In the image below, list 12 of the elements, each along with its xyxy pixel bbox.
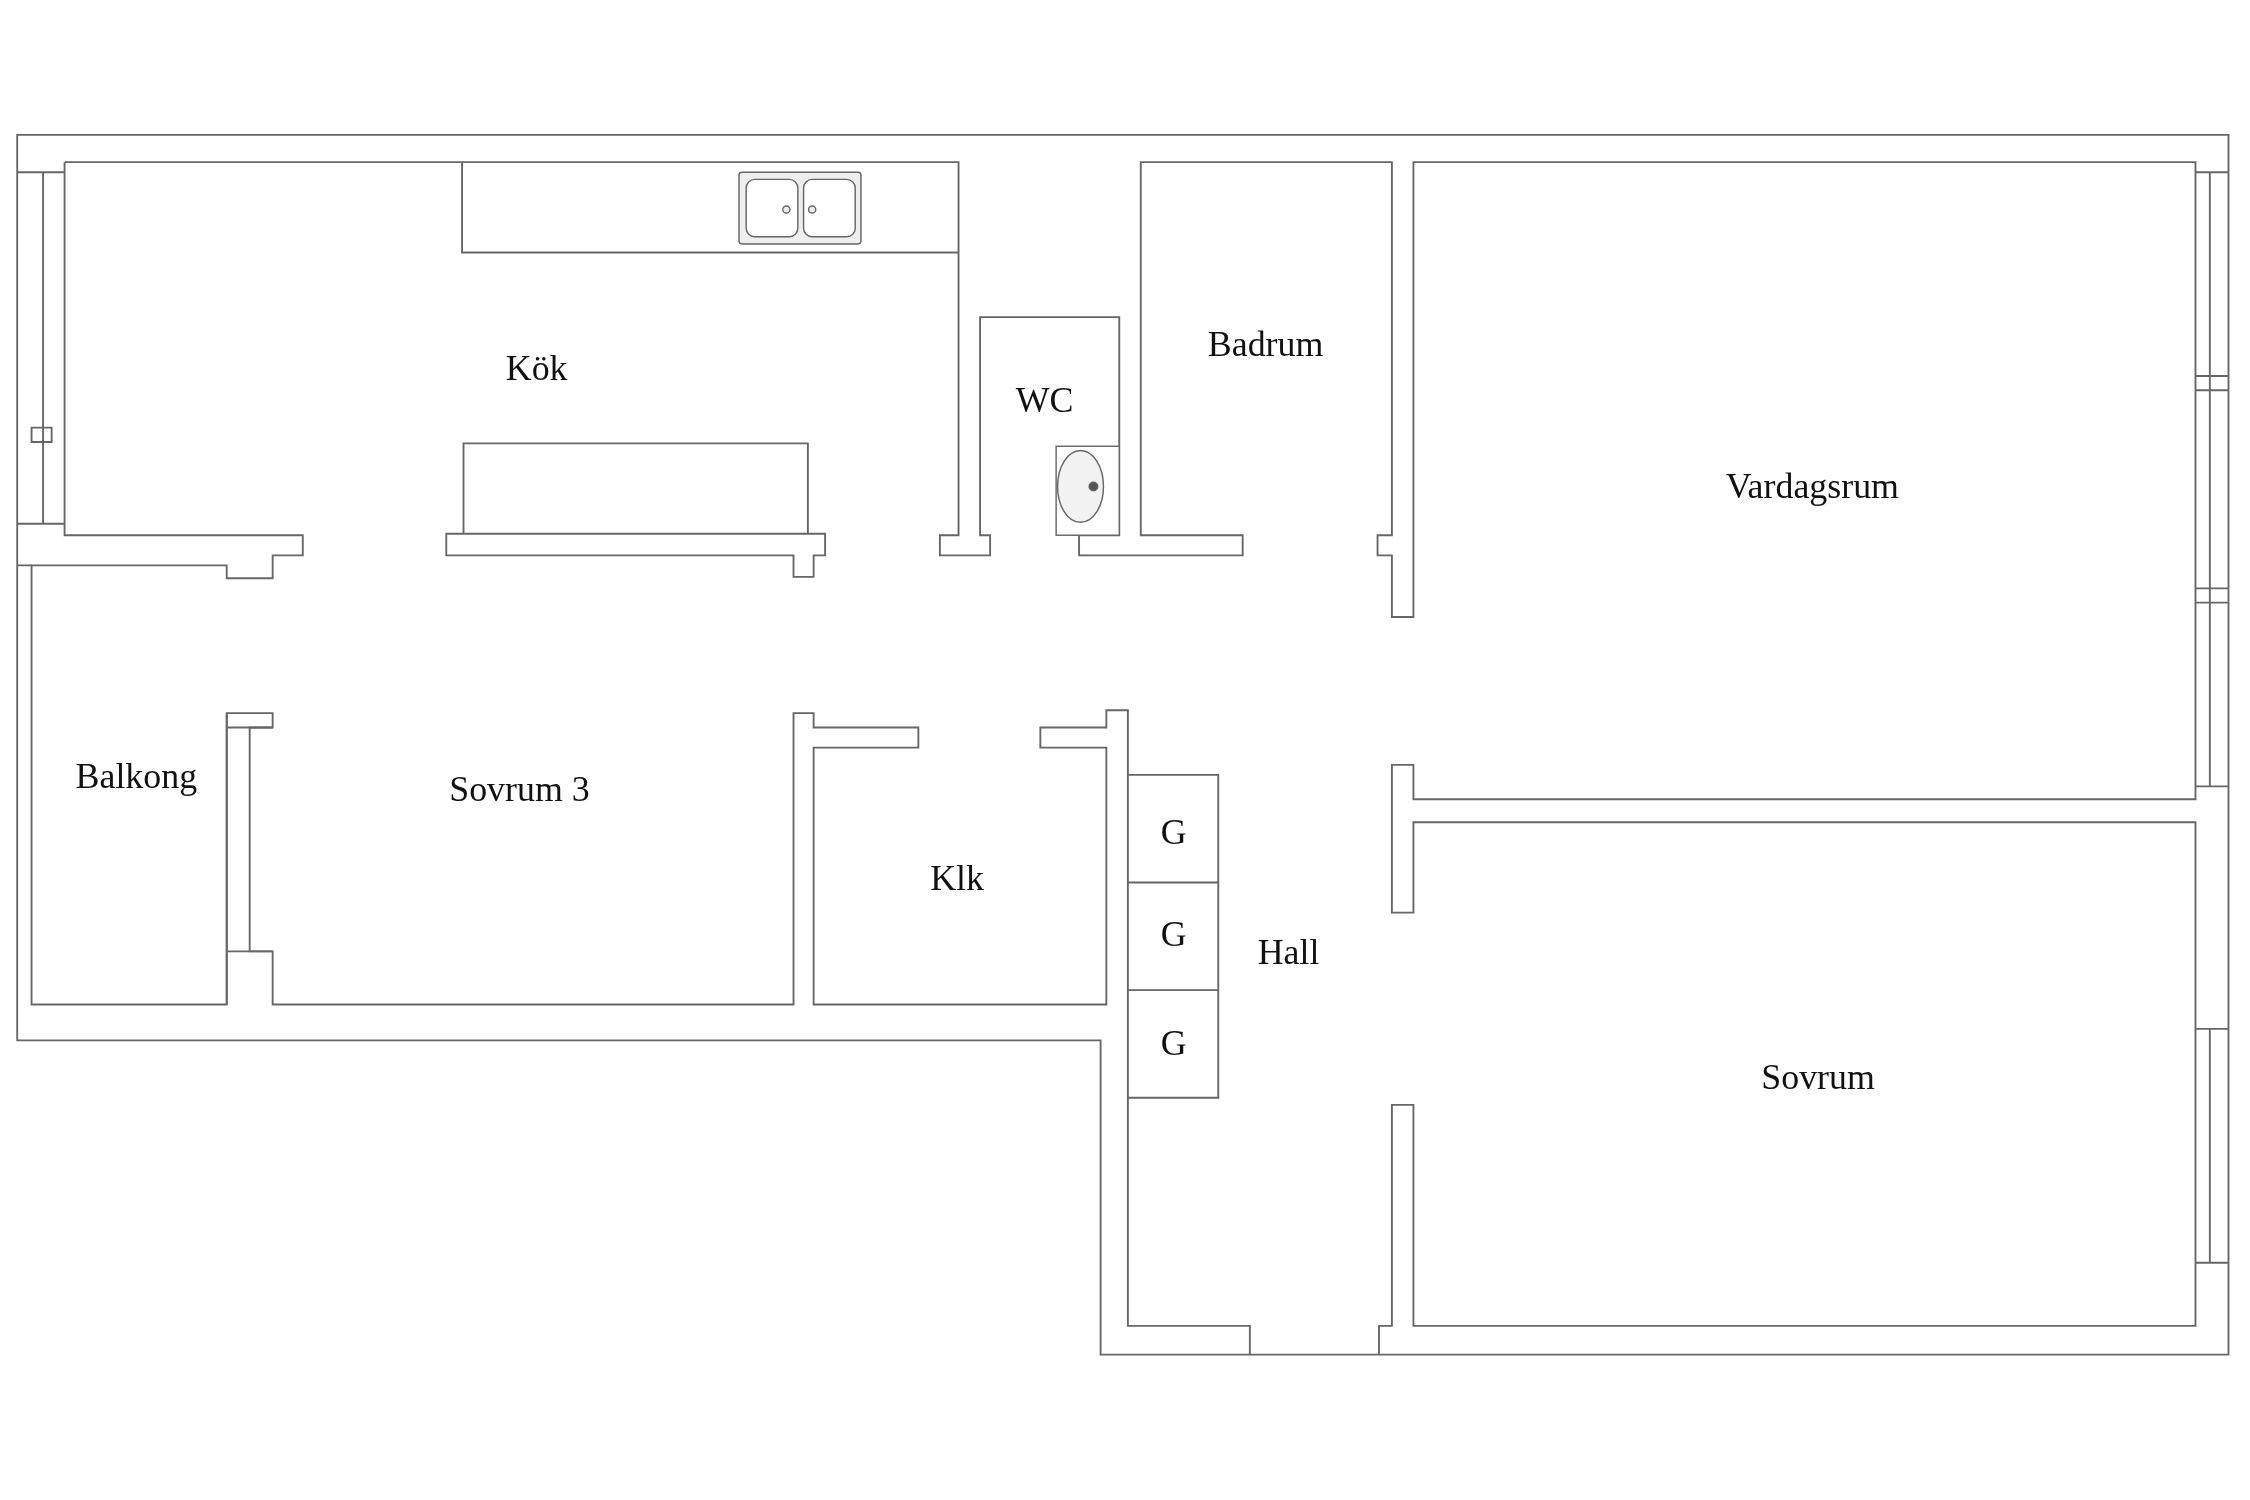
room-label: WC — [1015, 380, 1074, 421]
room-label: Sovrum — [1761, 1057, 1875, 1098]
room-label: Kök — [505, 348, 568, 389]
room-label: Sovrum 3 — [449, 769, 590, 810]
room-label: Klk — [930, 858, 984, 899]
room-label: G — [1160, 1023, 1187, 1064]
room-label: Badrum — [1207, 324, 1324, 365]
room-label: Vardagsrum — [1725, 466, 1899, 507]
room-label: Balkong — [75, 756, 198, 797]
room-label: G — [1160, 914, 1187, 955]
room-label: Hall — [1257, 932, 1320, 973]
room-label: G — [1160, 812, 1187, 853]
